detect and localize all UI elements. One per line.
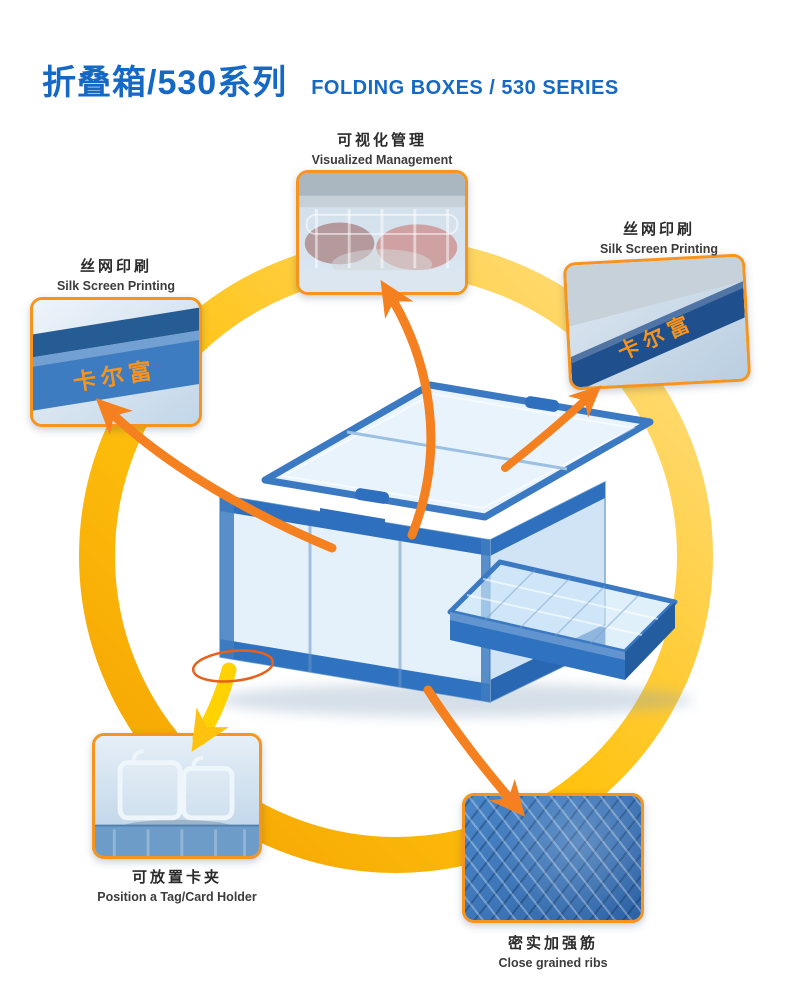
callout-card-holder-image [92,733,262,859]
label-silkscreen-right: 丝网印刷 Silk Screen Printing [568,220,750,258]
ribs-texture-photo [465,796,641,920]
page-title-en: FOLDING BOXES / 530 SERIES [311,77,619,99]
label-silkscreen-left-en: Silk Screen Printing [56,279,176,294]
label-silkscreen-right-en: Silk Screen Printing [599,242,719,257]
box-corner-post-left [220,495,234,660]
silkscreen-left-detail-photo: 卡尔富 [33,300,199,424]
card-holder-detail-photo [95,736,259,856]
label-visualized-zh: 可视化管理 [336,132,427,149]
label-ribs-zh: 密实加强筋 [507,935,598,952]
visualized-detail-photo [299,173,465,292]
callout-visualized-image [296,170,468,295]
folding-box-product-image [217,381,693,717]
page-title-zh: 折叠箱/530系列 [42,64,288,102]
label-visualized-en: Visualized Management [311,153,453,168]
label-ribs-en: Close grained ribs [498,956,608,971]
label-silkscreen-left-zh: 丝网印刷 [79,258,152,275]
silkscreen-right-detail-photo: 卡尔富 [565,256,749,388]
label-silkscreen-right-zh: 丝网印刷 [622,221,695,238]
callout-ribs-image [462,793,644,923]
label-card-holder: 可放置卡夹 Position a Tag/Card Holder [77,868,277,906]
callout-silkscreen-right-image: 卡尔富 [562,253,752,391]
label-visualized: 可视化管理 Visualized Management [296,131,468,169]
page-header: 折叠箱/530系列 FOLDING BOXES / 530 SERIES [42,55,619,104]
label-silkscreen-left: 丝网印刷 Silk Screen Printing [28,257,204,295]
callout-silkscreen-left-image: 卡尔富 [30,297,202,427]
label-card-holder-en: Position a Tag/Card Holder [97,890,257,905]
label-ribs: 密实加强筋 Close grained ribs [462,934,644,972]
label-card-holder-zh: 可放置卡夹 [131,869,222,886]
